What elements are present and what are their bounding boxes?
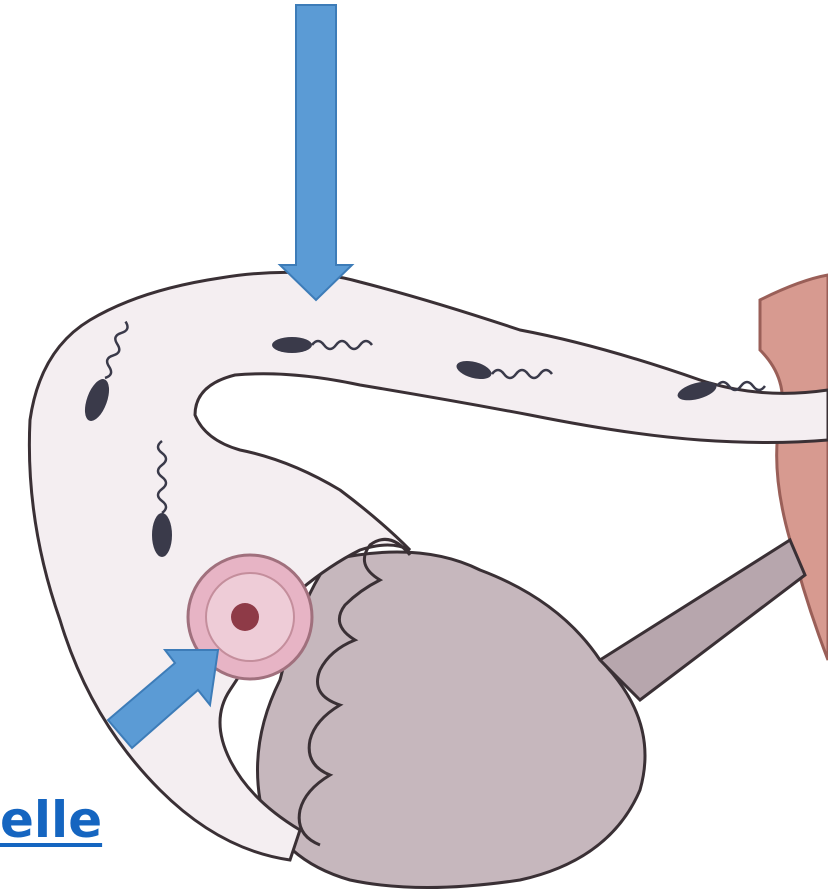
partial-label: elle (0, 790, 102, 850)
ovary (258, 552, 646, 888)
ovarian-ligament (600, 540, 805, 700)
down-arrow-icon (280, 5, 352, 300)
